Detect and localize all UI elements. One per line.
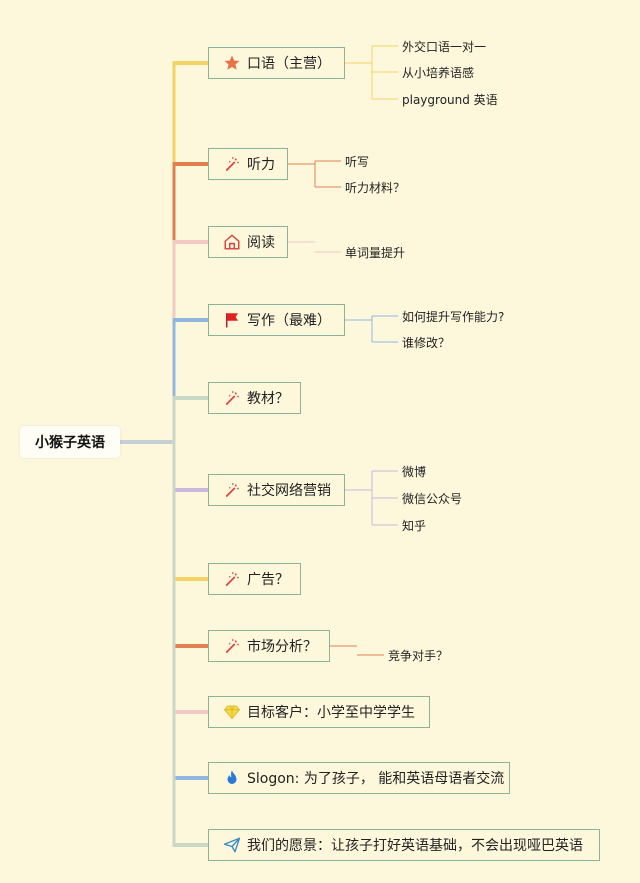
topic-node[interactable]: 阅读: [208, 226, 288, 258]
central-topic-label: 小猴子英语: [35, 435, 105, 451]
subtopic[interactable]: 竞争对手？: [388, 649, 449, 663]
subtopic[interactable]: 微信公众号: [402, 492, 463, 506]
topic-label: Slogon: 为了孩子， 能和英语母语者交流: [247, 771, 505, 787]
topic-node[interactable]: 广告？: [208, 563, 301, 595]
topic-node[interactable]: 教材？: [208, 382, 301, 414]
paper-plane-icon: [222, 835, 242, 855]
central-topic[interactable]: 小猴子英语: [20, 426, 120, 458]
topic-node[interactable]: 目标客户：小学至中学学生: [208, 696, 430, 728]
topic-label: 市场分析？: [247, 639, 317, 655]
topic-node[interactable]: 市场分析？: [208, 630, 330, 662]
subtopic[interactable]: 外交口语一对一: [402, 40, 487, 54]
subtopic[interactable]: playground 英语: [402, 93, 498, 107]
topic-label: 口语（主营）: [247, 56, 331, 72]
magic-wand-icon: [222, 154, 242, 174]
topic-label: 听力: [247, 157, 275, 173]
magic-wand-icon: [222, 388, 242, 408]
topic-node[interactable]: 社交网络营销: [208, 474, 345, 506]
flag-icon: [222, 310, 242, 330]
subtopic[interactable]: 听写: [345, 155, 370, 169]
subtopic[interactable]: 微博: [402, 465, 427, 479]
subtopic[interactable]: 如何提升写作能力?: [402, 310, 505, 324]
topic-label: 我们的愿景：让孩子打好英语基础，不会出现哑巴英语: [247, 838, 583, 854]
magic-wand-icon: [222, 636, 242, 656]
subtopic[interactable]: 听力材料？: [345, 181, 406, 195]
subtopic[interactable]: 知乎: [402, 519, 427, 533]
topic-label: 社交网络营销: [247, 483, 331, 499]
magic-wand-icon: [222, 480, 242, 500]
house-icon: [222, 232, 242, 252]
subtopic[interactable]: 从小培养语感: [402, 66, 475, 80]
topic-node[interactable]: 口语（主营）: [208, 47, 345, 79]
topic-label: 阅读: [247, 235, 275, 251]
topic-label: 写作（最难）: [247, 313, 331, 329]
topic-node[interactable]: 写作（最难）: [208, 304, 345, 336]
magic-wand-icon: [222, 569, 242, 589]
topic-node[interactable]: Slogon: 为了孩子， 能和英语母语者交流: [208, 762, 510, 794]
topic-label: 目标客户：小学至中学学生: [247, 705, 415, 721]
diamond-icon: [222, 702, 242, 722]
subtopic[interactable]: 谁修改？: [402, 336, 451, 350]
fire-icon: [222, 768, 242, 788]
topic-label: 广告？: [247, 572, 289, 588]
star-icon: [222, 53, 242, 73]
topic-label: 教材？: [247, 391, 289, 407]
topic-node[interactable]: 我们的愿景：让孩子打好英语基础，不会出现哑巴英语: [208, 829, 600, 861]
topic-node[interactable]: 听力: [208, 148, 288, 180]
subtopic[interactable]: 单词量提升: [345, 246, 406, 260]
